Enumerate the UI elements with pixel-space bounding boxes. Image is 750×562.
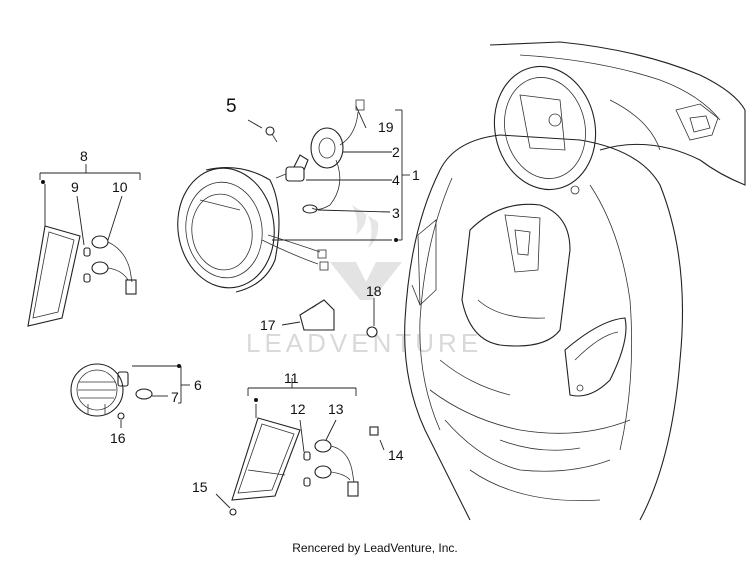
- headlight-leader-lines: [247, 105, 410, 242]
- callout-6: 6: [194, 377, 202, 393]
- callout-16: 16: [110, 430, 126, 446]
- callout-5: 5: [226, 96, 237, 117]
- callout-10: 10: [112, 179, 128, 195]
- callout-18: 18: [366, 283, 382, 299]
- callout-11: 11: [284, 370, 299, 386]
- callout-4: 4: [392, 172, 400, 188]
- screw-5: [265, 126, 278, 143]
- callout-17: 17: [260, 317, 276, 333]
- tail-light: [70, 363, 190, 428]
- watermark-text: LEADVENTURE: [246, 328, 482, 358]
- headlight-bulb: [275, 154, 309, 182]
- scooter-front-shield: [404, 41, 746, 521]
- bulb-socket: [310, 127, 344, 169]
- watermark: LEADVENTURE: [246, 205, 482, 358]
- headlight-wiring: [261, 99, 365, 271]
- callout-2: 2: [392, 144, 400, 160]
- bracket-and-screw: [281, 298, 378, 338]
- callout-9: 9: [71, 179, 79, 195]
- callout-1: 1: [412, 167, 420, 183]
- right-indicator: [215, 378, 385, 516]
- callout-3: 3: [392, 205, 400, 221]
- callout-14: 14: [388, 447, 404, 463]
- callout-19: 19: [378, 119, 394, 135]
- headlight-bezel: [177, 167, 280, 293]
- callout-8: 8: [80, 148, 88, 164]
- callout-7: 7: [171, 389, 179, 405]
- parking-bulb: [302, 204, 318, 214]
- callout-15: 15: [192, 479, 208, 495]
- footer-credit: Rencered by LeadVenture, Inc.: [292, 541, 458, 555]
- callout-13: 13: [328, 401, 344, 417]
- left-indicator: [27, 164, 141, 327]
- callout-12: 12: [290, 401, 306, 417]
